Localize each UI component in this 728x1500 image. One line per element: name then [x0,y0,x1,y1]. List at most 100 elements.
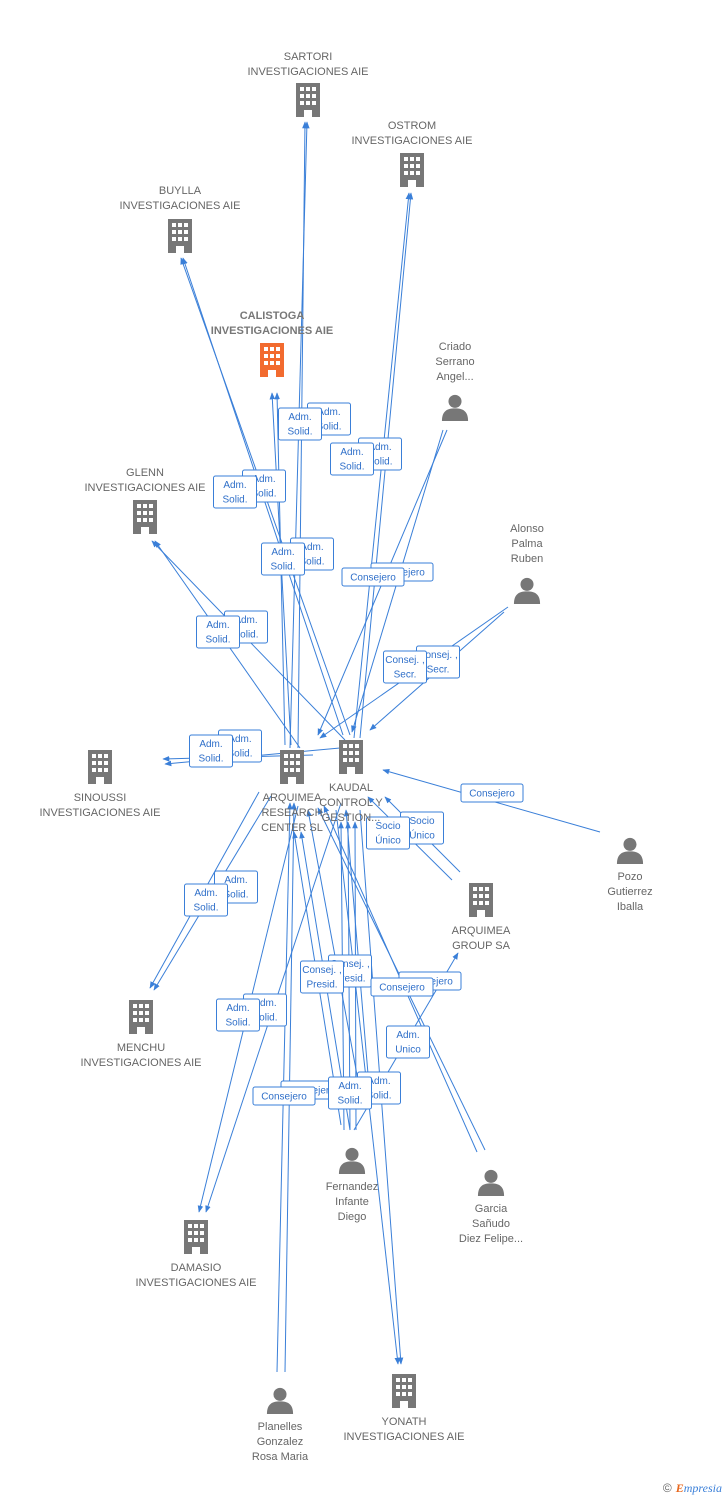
person-icon [513,577,541,604]
node-label: CONTROL Y [319,797,383,809]
role-tag-text: Adm. [271,547,294,558]
node-label: INVESTIGACIONES AIE [351,135,472,147]
node-label: INVESTIGACIONES AIE [80,1057,201,1069]
node-menchu[interactable]: MENCHU INVESTIGACIONES AIE [80,1000,202,1069]
role-tag-text: Solid. [233,630,258,641]
role-tag[interactable]: Adm.Solid. [184,883,228,917]
role-tag[interactable]: Adm.Unico [386,1025,430,1059]
role-tag[interactable]: Consejero [341,567,405,587]
brand-initial: E [675,1481,684,1495]
role-tag-text: Consejero [379,983,425,994]
role-tag[interactable]: Consejero [370,977,434,997]
node-label: GROUP SA [452,940,511,952]
node-label: Palma [511,538,543,550]
role-tag[interactable]: Adm.Solid. [216,998,260,1032]
node-label: RESEARCH [261,807,322,819]
node-label: Gutierrez [607,886,652,898]
role-tag[interactable]: Consejero [252,1086,316,1106]
node-arqgroup[interactable]: ARQUIMEA GROUP SA [452,883,511,952]
role-tag-box [386,1025,430,1059]
role-tag-box [341,567,405,587]
node-label: Diego [338,1211,367,1223]
node-label: INVESTIGACIONES AIE [39,807,160,819]
role-tag[interactable]: Consejero [460,783,524,803]
node-label: Rosa Maria [252,1451,309,1463]
role-tag-text: Consej. , [330,959,369,970]
role-tag-text: Adm. [340,447,363,458]
role-tag[interactable]: Adm.Solid. [328,1076,372,1110]
role-tag-box [460,783,524,803]
building-icon [129,1000,153,1034]
role-tag[interactable]: Adm.Solid. [330,442,374,476]
copyright-symbol: © [662,1481,672,1495]
role-tag-box [252,1086,316,1106]
role-tag-text: Adm. [224,875,247,886]
node-label: ARQUIMEA [452,925,511,937]
role-tag-text: Solid. [367,457,392,468]
role-tag-text: Presid. [334,974,365,985]
role-tag[interactable]: Adm.Solid. [278,407,322,441]
node-label: KAUDAL [329,782,373,794]
role-tag[interactable]: Consej. , Presid. [300,960,344,994]
role-tag-text: Consejero [261,1092,307,1103]
role-tag-text: Adm. [252,474,275,485]
node-label: GLENN [126,467,164,479]
role-tag-box [261,542,305,576]
role-tag[interactable]: Adm.Solid. [196,615,240,649]
role-tag[interactable]: Consej. ,Secr. [416,645,460,679]
role-tag-text: Único [375,834,401,847]
role-tag-text: Solid. [223,890,248,901]
building-icon [88,750,112,784]
role-tag-box [189,734,233,768]
building-icon [133,500,157,534]
building-icon [296,83,320,117]
role-tag-text: Adm. [206,620,229,631]
role-tag-text: Consej. , [385,655,424,666]
node-label: Pozo [617,871,642,883]
node-label: MENCHU [117,1042,165,1054]
footer-brand[interactable]: ©Empresia [663,1481,722,1496]
role-tag-box [196,615,240,649]
node-label: DAMASIO [171,1262,222,1274]
role-tag-text: Adm. [253,998,276,1009]
role-tag-box [184,883,228,917]
role-tag-text: Consej. , [302,965,341,976]
role-tag-text: Solid. [251,489,276,500]
role-tag-text: Solid. [252,1013,277,1024]
role-tag-text: Presid. [306,980,337,991]
role-tag-text: Adm. [194,888,217,899]
node-label: Gonzalez [257,1436,303,1448]
role-tag-box [278,407,322,441]
role-tag[interactable]: Consej. ,Secr. [383,650,427,684]
role-tag-text: Consejero [469,789,515,800]
role-tag-text: Solid. [222,495,247,506]
node-criado[interactable]: CriadoSerranoAngel... [435,341,475,421]
role-tag[interactable]: Adm.Solid. [189,734,233,768]
role-tag-box [328,1076,372,1110]
role-tag[interactable]: Adm.Solid. [213,475,257,509]
role-tag-text: Adm. [396,1030,419,1041]
role-tag[interactable]: Adm.Solid. [261,542,305,576]
person-icon [477,1169,505,1196]
node-label: Sañudo [472,1218,510,1230]
role-tag-box [370,977,434,997]
node-label: Alonso [510,523,544,535]
role-tag-text: Solid. [287,427,312,438]
